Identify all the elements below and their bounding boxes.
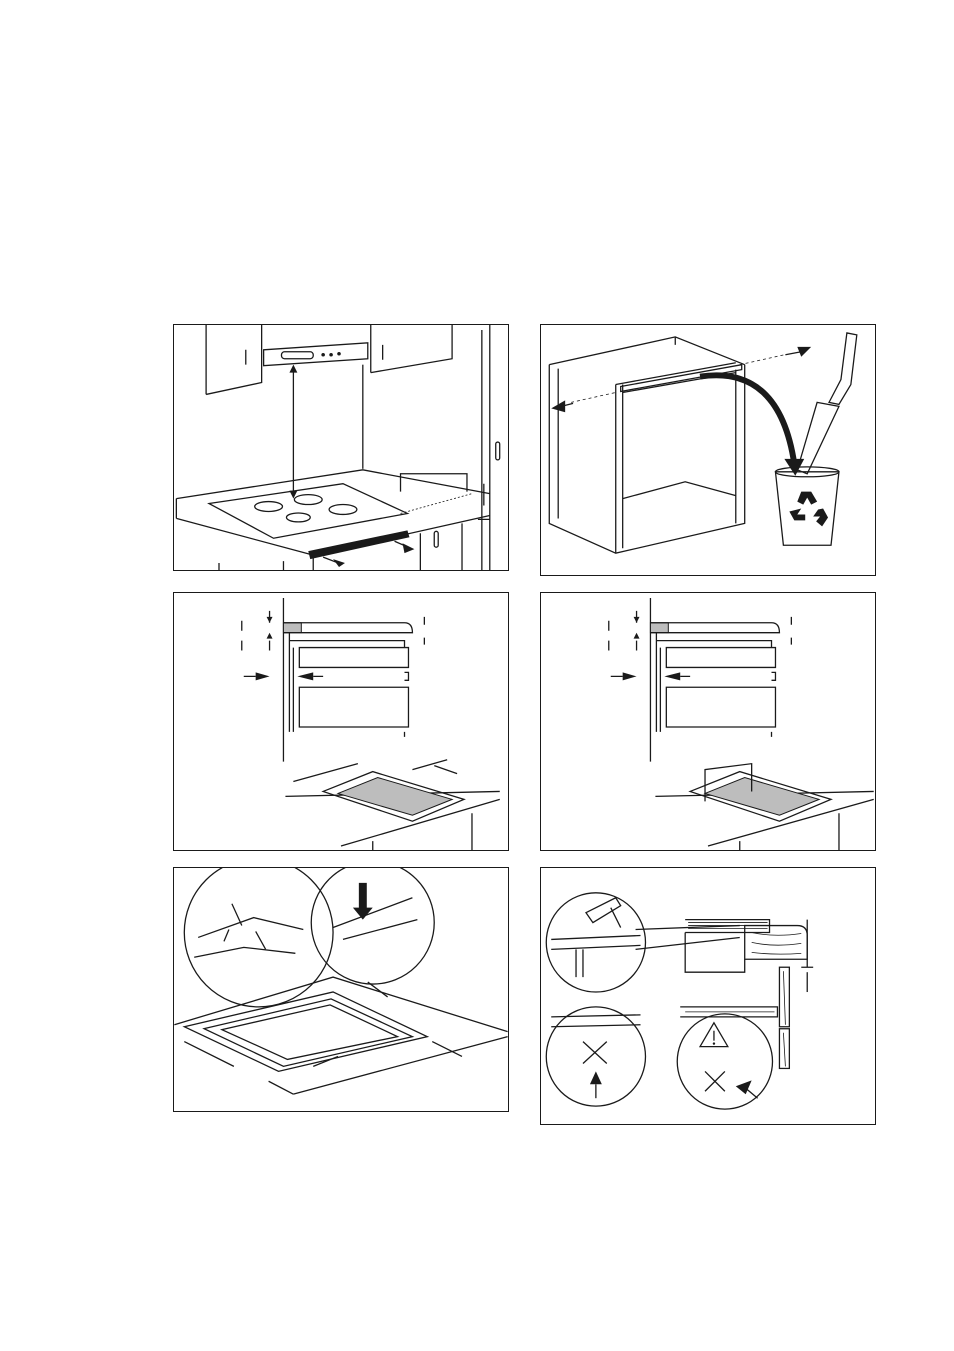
figure-cutout-clearance	[173, 592, 509, 851]
sealing-gasket-illustration	[174, 868, 508, 1111]
cutout-clearance-variant-illustration	[541, 593, 875, 850]
figure-cutout-clearance-variant	[540, 592, 876, 851]
figure-kitchen-hob-hood	[173, 324, 509, 571]
figure-cabinet-crossbar-removal	[540, 324, 876, 576]
figure-sealing-gasket	[173, 867, 509, 1112]
cutout-clearance-illustration	[174, 593, 508, 850]
cabinet-crossbar-illustration	[541, 325, 875, 575]
worktop-sealant-illustration	[541, 868, 875, 1124]
kitchen-hob-hood-illustration	[174, 325, 508, 570]
figure-worktop-sealant-warning	[540, 867, 876, 1125]
